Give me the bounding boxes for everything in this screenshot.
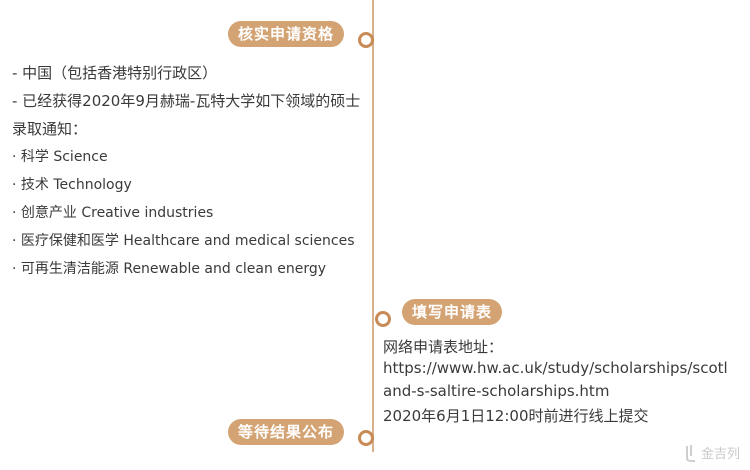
watermark: 金吉列 [684, 443, 740, 462]
timeline-dot-icon [358, 32, 374, 48]
field-item: · 创意产业 Creative industries [12, 205, 214, 221]
application-deadline: 2020年6月1日12:00时前进行线上提交 [383, 407, 649, 425]
eligibility-line-1: - 中国（包括香港特别行政区） [12, 64, 218, 82]
field-item: · 可再生清洁能源 Renewable and clean energy [12, 261, 327, 277]
application-heading: 填写申请表 [402, 299, 503, 325]
watermark-logo-icon [685, 444, 695, 462]
timeline-line [372, 0, 374, 452]
application-line-1: 网络申请表地址： [383, 338, 504, 356]
application-url-line-1[interactable]: https://www.hw.ac.uk/study/scholarships/… [383, 359, 728, 377]
eligibility-heading: 核实申请资格 [228, 21, 345, 47]
timeline-dot-icon [358, 430, 374, 446]
field-item: · 科学 Science [12, 149, 108, 165]
application-url-line-2[interactable]: and-s-saltire-scholarships.htm [383, 382, 610, 400]
field-item: · 医疗保健和医学 Healthcare and medical science… [12, 233, 355, 249]
field-item: · 技术 Technology [12, 177, 132, 193]
eligibility-line-3: 录取通知： [12, 120, 88, 138]
results-heading: 等待结果公布 [228, 419, 345, 445]
watermark-text: 金吉列 [700, 447, 740, 462]
timeline-dot-icon [375, 311, 391, 327]
eligibility-line-2: - 已经获得2020年9月赫瑞-瓦特大学如下领域的硕士 [12, 92, 361, 110]
